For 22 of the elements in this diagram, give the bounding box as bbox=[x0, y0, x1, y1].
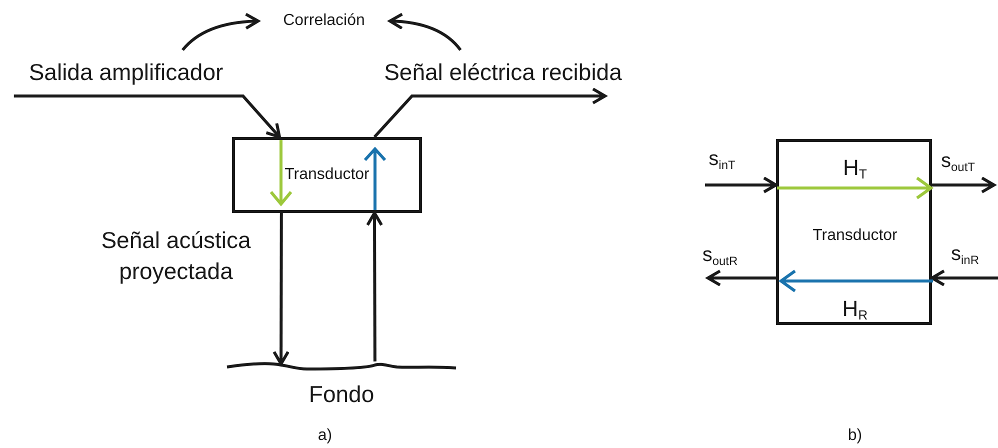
transducer-block bbox=[776, 139, 932, 325]
arrow bbox=[705, 176, 778, 194]
curved-arrow bbox=[182, 13, 260, 51]
panel-label: b) bbox=[846, 426, 864, 446]
arrow bbox=[932, 176, 996, 194]
arrow bbox=[272, 213, 290, 366]
panel-label: a) bbox=[316, 426, 334, 446]
signal-caption: Señal acústica proyectada bbox=[100, 226, 252, 286]
transducer-block bbox=[232, 137, 422, 213]
node-label: Correlación bbox=[282, 12, 366, 30]
transfer-function-label: H$_{T}$ bbox=[843, 156, 867, 182]
curved-arrow bbox=[388, 13, 462, 51]
transfer-function-label: H$_{R}$ bbox=[842, 296, 868, 324]
node-label: Salida amplificador bbox=[28, 60, 224, 86]
arrow bbox=[930, 269, 998, 286]
arrow bbox=[706, 270, 776, 286]
arrow bbox=[366, 212, 384, 362]
arrow bbox=[14, 94, 281, 138]
node-label: Señal eléctrica recibida bbox=[383, 60, 623, 86]
block-label: Transductor bbox=[812, 227, 898, 245]
node-label: Fondo bbox=[308, 382, 376, 408]
arrow bbox=[373, 88, 606, 138]
